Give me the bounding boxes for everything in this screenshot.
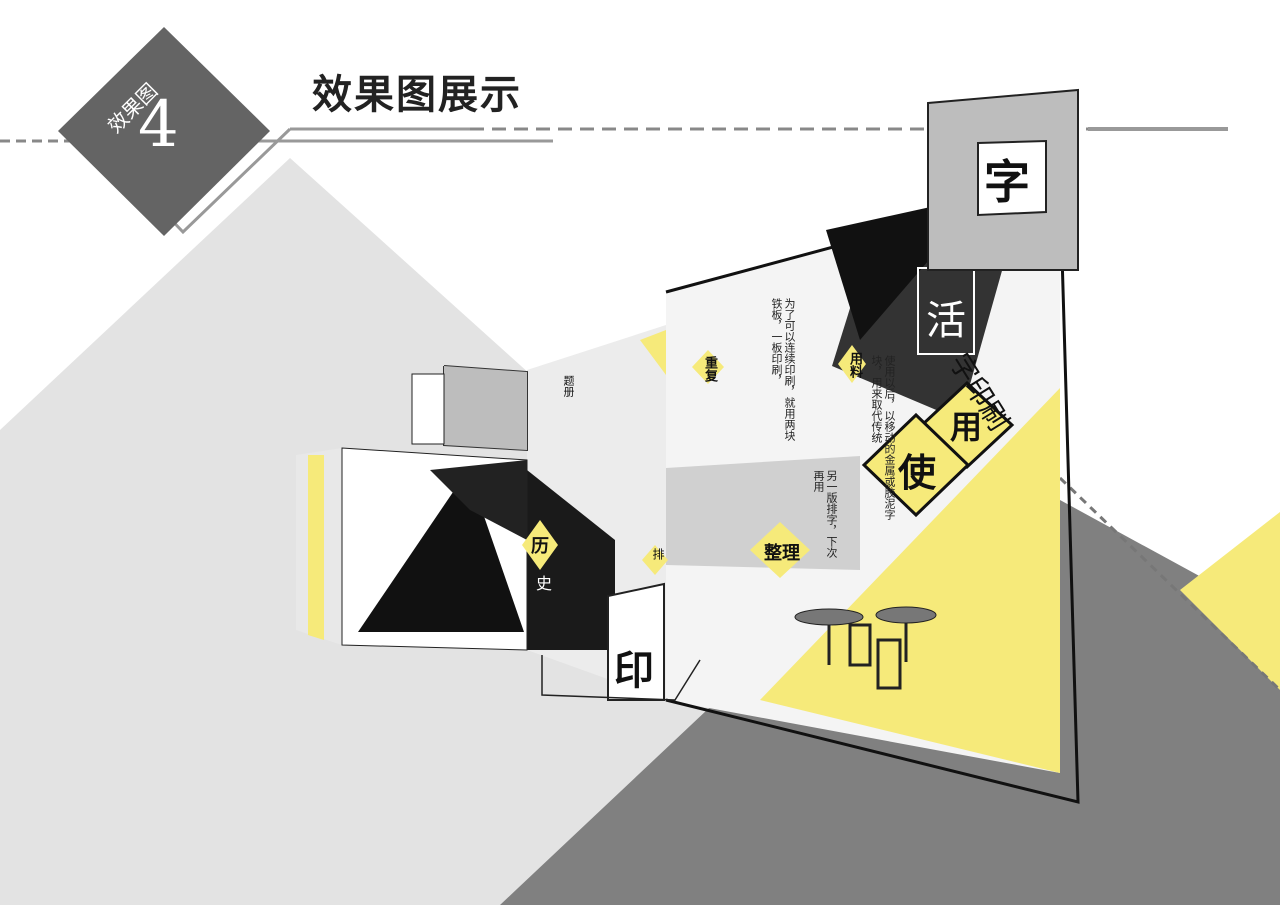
right-dash-diagonal: [1058, 476, 1280, 692]
bg-yellow-corner: [1180, 512, 1280, 690]
left-cube-yellow: [308, 455, 324, 640]
label-ti: 题册: [562, 375, 575, 397]
page-title: 效果图展示: [312, 71, 522, 118]
table-right-top: [875, 606, 937, 624]
pai-diamond: [642, 545, 668, 575]
middle-panel-black: [527, 470, 615, 650]
label-shi-history: 史: [536, 574, 553, 593]
back-box-fill: [444, 366, 527, 450]
yongliao-diamond: [838, 345, 866, 383]
left-cube-black-triangle: [358, 470, 524, 632]
floor-frame: [541, 655, 701, 701]
zhengli-diamond: [750, 522, 810, 578]
label-yin: 印: [614, 647, 654, 694]
zhongfu-diamond: [692, 350, 724, 384]
badge-diamond: [58, 27, 270, 236]
left-cube-dark: [430, 460, 527, 540]
chair-right: [876, 638, 902, 690]
back-tower: [411, 373, 445, 445]
middle-yellow-wedge: [640, 330, 666, 375]
label-yong: 用: [950, 408, 983, 446]
shi-diamond: [861, 412, 971, 518]
cube-face: [977, 139, 1047, 217]
main-panel-yellow: [760, 388, 1060, 773]
label-zi: 字: [984, 155, 1030, 209]
label-shi: 使: [898, 450, 937, 495]
table-left-top: [794, 608, 864, 626]
body-text-2: 使用以后，以移动的金属或胶泥字块，用来取代传统: [870, 355, 896, 520]
body-text-1: 为了可以连续印刷，就用两块铁板，一板印刷，: [770, 298, 796, 441]
main-panel-gray-band: [666, 456, 860, 570]
li-diamond: [522, 520, 558, 570]
label-zhong-fu: 重复: [702, 356, 717, 382]
label-li: 历: [531, 536, 549, 557]
label-huo: 活: [926, 298, 966, 344]
badge-number: 4: [138, 88, 179, 162]
chair-left: [848, 623, 872, 667]
body-text-3: 另一版排字，下次再用: [812, 470, 838, 558]
label-yong-liao: 用料: [847, 352, 862, 378]
label-zheng-li: 整理: [764, 543, 800, 564]
label-pai: 排: [651, 548, 665, 560]
